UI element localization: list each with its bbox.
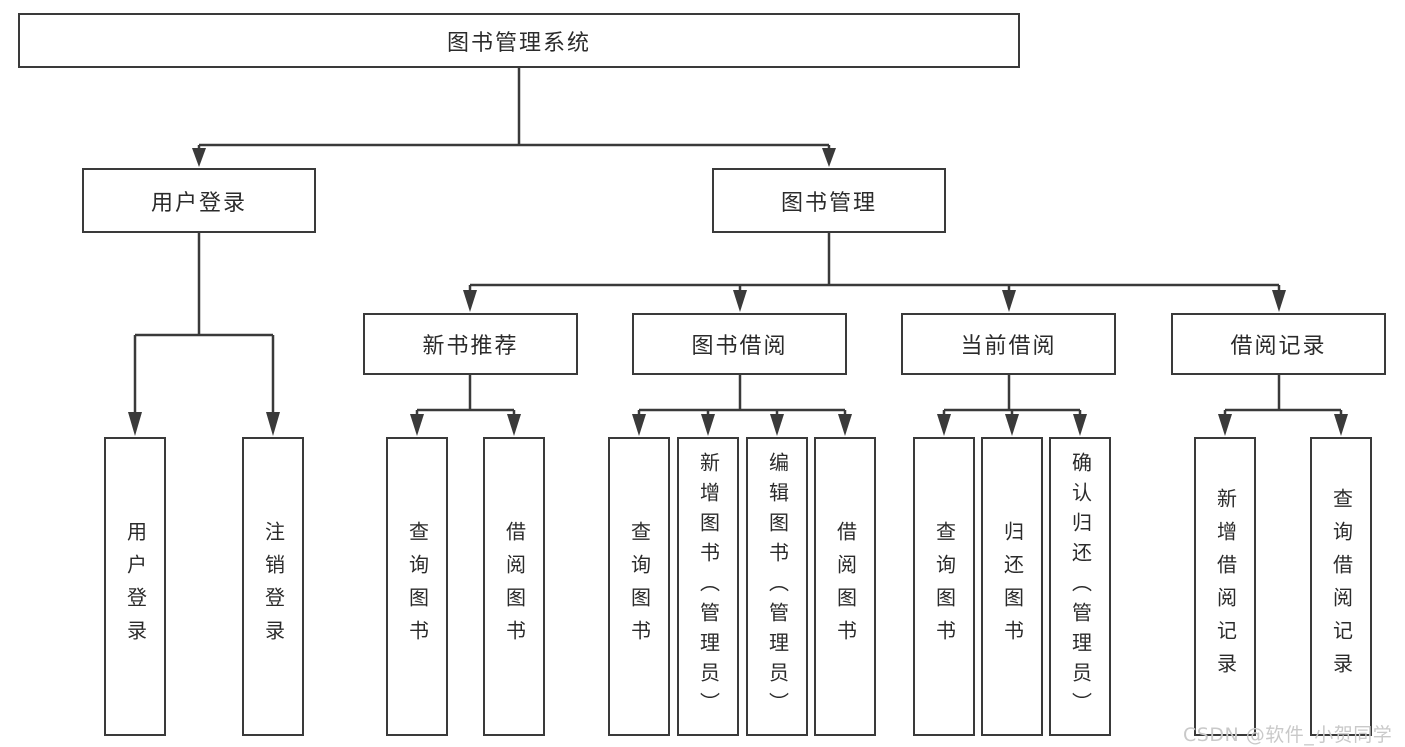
node-book-borrowing: 图书借阅: [632, 313, 847, 375]
leaf-current-query-books-label: 查询图书: [932, 520, 957, 653]
leaf-user-login-label: 用户登录: [123, 520, 148, 653]
node-new-book-recommendation: 新书推荐: [363, 313, 578, 375]
node-book-management: 图书管理: [712, 168, 946, 233]
node-user-login: 用户登录: [82, 168, 316, 233]
leaf-records-add-record-label: 新增借阅记录: [1213, 487, 1238, 686]
leaf-current-confirm-return-admin-label: 确认归还（管理员）: [1068, 451, 1093, 722]
leaf-borrow-borrow-books: 借阅图书: [814, 437, 876, 736]
leaf-borrow-edit-books-admin-label: 编辑图书（管理员）: [765, 451, 790, 722]
leaf-records-add-record: 新增借阅记录: [1194, 437, 1256, 736]
leaf-borrow-query-books-label: 查询图书: [627, 520, 652, 653]
node-new-book-recommendation-label: 新书推荐: [422, 334, 519, 359]
leaf-recommend-query-books: 查询图书: [386, 437, 448, 736]
leaf-current-query-books: 查询图书: [913, 437, 975, 736]
node-book-management-label: 图书管理: [780, 190, 877, 216]
leaf-recommend-borrow-books-label: 借阅图书: [502, 520, 527, 653]
leaf-borrow-borrow-books-label: 借阅图书: [833, 520, 858, 653]
leaf-borrow-edit-books-admin: 编辑图书（管理员）: [746, 437, 808, 736]
leaf-records-query-record: 查询借阅记录: [1310, 437, 1372, 736]
node-root: 图书管理系统: [18, 13, 1020, 68]
node-book-borrowing-label: 图书借阅: [691, 334, 788, 359]
leaf-borrow-add-books-admin: 新增图书（管理员）: [677, 437, 739, 736]
leaf-current-return-books-label: 归还图书: [1000, 520, 1025, 653]
leaf-recommend-query-books-label: 查询图书: [405, 520, 430, 653]
leaf-current-return-books: 归还图书: [981, 437, 1043, 736]
leaf-recommend-borrow-books: 借阅图书: [483, 437, 545, 736]
node-current-borrowing-label: 当前借阅: [960, 334, 1057, 359]
leaf-current-confirm-return-admin: 确认归还（管理员）: [1049, 437, 1111, 736]
leaf-user-login: 用户登录: [104, 437, 166, 736]
leaf-borrow-query-books: 查询图书: [608, 437, 670, 736]
node-current-borrowing: 当前借阅: [901, 313, 1116, 375]
watermark: CSDN @软件_小贺同学: [1183, 724, 1393, 746]
node-user-login-label: 用户登录: [150, 190, 247, 216]
node-borrowing-records: 借阅记录: [1171, 313, 1386, 375]
node-root-label: 图书管理系统: [446, 30, 591, 56]
node-borrowing-records-label: 借阅记录: [1230, 334, 1327, 359]
leaf-logout: 注销登录: [242, 437, 304, 736]
leaf-logout-label: 注销登录: [261, 520, 286, 653]
leaf-borrow-add-books-admin-label: 新增图书（管理员）: [696, 451, 721, 722]
leaf-records-query-record-label: 查询借阅记录: [1329, 487, 1354, 686]
